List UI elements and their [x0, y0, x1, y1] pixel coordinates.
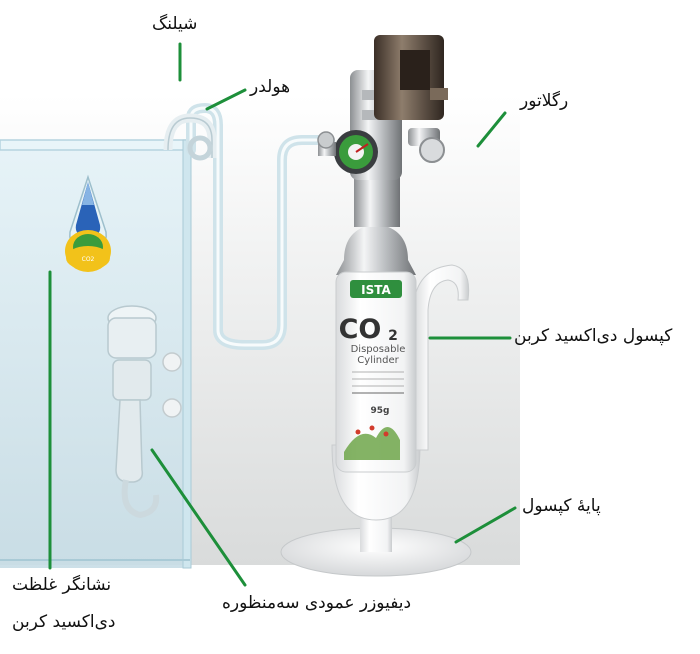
co2-drop-checker: CO2	[65, 174, 111, 272]
brand-logo	[350, 280, 402, 298]
cylinder-title-line2: Cylinder	[357, 355, 399, 366]
co2-tubing-highlight	[189, 106, 332, 347]
label-cylinder: کپسول دی‌اکسید کربن	[514, 326, 673, 346]
label-diffuser: دیفیوزر عمودی سه‌منظوره	[222, 593, 412, 613]
checker-label: CO2	[82, 256, 95, 263]
label-checker-line2: دی‌اکسید کربن	[12, 612, 116, 632]
co2-label: CO	[339, 314, 382, 345]
cylinder-weight: 95g	[371, 406, 390, 416]
co2-cylinder: ISTA CO 2 Disposable Cylinder 95g	[335, 224, 417, 473]
vertical-diffuser	[107, 305, 182, 519]
cylinder-stand	[280, 264, 472, 577]
label-regulator: رگلاتور	[520, 91, 569, 111]
tube-holder	[163, 113, 217, 161]
brand-text: ISTA	[361, 283, 391, 297]
co2-regulator	[317, 35, 448, 227]
label-holder: هولدر	[250, 77, 291, 97]
leader-lines	[48, 42, 517, 587]
label-checker-line1: نشانگر غلظت	[12, 575, 112, 595]
cylinder-title-line1: Disposable	[351, 344, 406, 355]
leader-stand	[454, 506, 517, 544]
label-tubing: شیلنگ	[152, 14, 198, 34]
leader-holder	[205, 88, 247, 111]
label-stand: پایهٔ کپسول	[522, 496, 601, 516]
co2-subscript: 2	[388, 328, 398, 344]
leader-diffuser	[150, 448, 247, 587]
leader-regulator	[476, 111, 507, 148]
